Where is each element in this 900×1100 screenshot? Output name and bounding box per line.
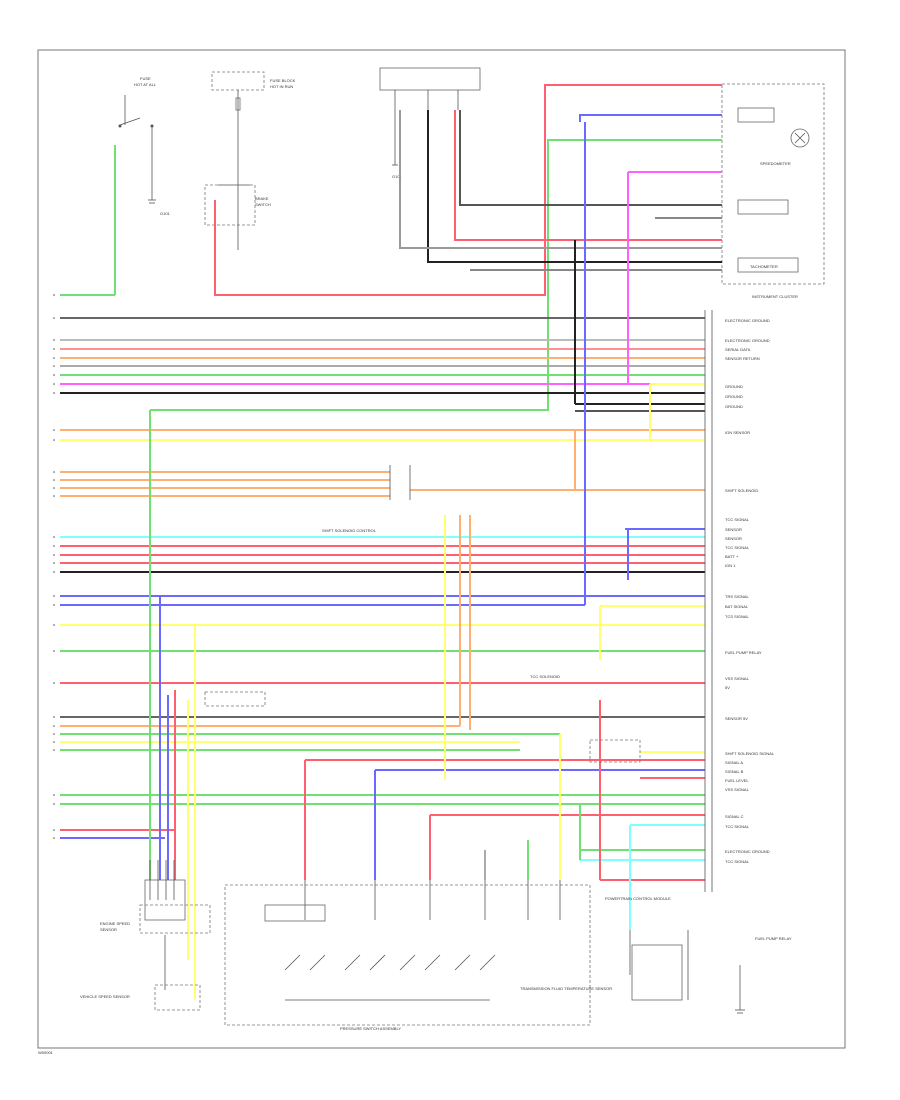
tachometer-label: TACHOMETER bbox=[750, 264, 778, 269]
fuse-block-top: FUSE BLOCK HOT IN RUN BRAKE SWITCH bbox=[204, 71, 296, 250]
pin-label-2: ELECTRONIC GROUND bbox=[725, 338, 770, 343]
pcm-bus-wires bbox=[60, 145, 705, 881]
svg-text:SHIFT SOLENOID CONTROL: SHIFT SOLENOID CONTROL bbox=[322, 528, 377, 533]
pin-label-15: IGN 1 bbox=[725, 563, 736, 568]
pressure-switch-label: PRESSURE SWITCH ASSEMBLY bbox=[340, 1026, 401, 1031]
vehicle-speed-sensor: ENGINE SPEED SENSOR VEHICLE SPEED SENSOR bbox=[80, 860, 211, 1011]
pin-label-8: IGN SENSOR bbox=[725, 430, 750, 435]
pcm-label: POWERTRAIN CONTROL MODULE bbox=[605, 896, 671, 901]
pin-label-13: TCC SIGNAL bbox=[725, 545, 750, 550]
pin-label-11: SENSOR bbox=[725, 527, 742, 532]
pin-label-1: ELECTRONIC GROUND bbox=[725, 318, 770, 323]
fuel-pump-relay-label: FUEL PUMP RELAY bbox=[755, 936, 792, 941]
middle-components: SHIFT SOLENOID CONTROL TCC SOLENOID bbox=[204, 465, 641, 763]
pin-label-12: SENSOR bbox=[725, 536, 742, 541]
instrument-cluster: SPEEDOMETER TACHOMETER INSTRUMENT CLUSTE… bbox=[721, 83, 825, 299]
tft-sensor-label: TRANSMISSION FLUID TEMPERATURE SENSOR bbox=[520, 986, 612, 991]
pin-label-18: TCS SIGNAL bbox=[725, 614, 750, 619]
pin-label-10: TCC SIGNAL bbox=[725, 517, 750, 522]
instrument-cluster-label: INSTRUMENT CLUSTER bbox=[752, 294, 798, 299]
svg-text:ENGINE SPEED: ENGINE SPEED bbox=[100, 921, 130, 926]
diagram-frame bbox=[37, 49, 846, 1049]
svg-text:HOT AT ALL: HOT AT ALL bbox=[134, 82, 157, 87]
svg-text:G101: G101 bbox=[160, 211, 171, 216]
pin-label-21: 5V bbox=[725, 685, 730, 690]
pin-label-26: FUEL LEVEL bbox=[725, 778, 749, 783]
pin-label-5: GROUND bbox=[725, 384, 743, 389]
vss-label: VEHICLE SPEED SENSOR bbox=[80, 994, 130, 999]
pin-label-23: SHIFT SOLENOID SIGNAL bbox=[725, 751, 775, 756]
pressure-switch-assembly: PRESSURE SWITCH ASSEMBLY TRANSMISSION FL… bbox=[224, 880, 612, 1031]
svg-text:HOT IN RUN: HOT IN RUN bbox=[270, 84, 293, 89]
svg-text:G101: G101 bbox=[392, 174, 403, 179]
pin-label-17: BAT SIGNAL bbox=[725, 604, 749, 609]
pcm-connector: POWERTRAIN CONTROL MODULE bbox=[605, 310, 713, 901]
fuse-block-switch: FUSE HOT AT ALL G101 bbox=[118, 76, 171, 216]
pin-label-29: TCC SIGNAL bbox=[725, 824, 750, 829]
pin-label-24: SIGNAL A bbox=[725, 760, 743, 765]
left-pin-markers bbox=[53, 294, 55, 839]
top-middle-relay: G101 bbox=[379, 67, 481, 179]
svg-text:SWITCH: SWITCH bbox=[255, 202, 271, 207]
vertical-wires bbox=[149, 122, 651, 1000]
pin-label-30: ELECTRONIC GROUND bbox=[725, 849, 770, 854]
pin-label-4: SENSOR RETURN bbox=[725, 356, 760, 361]
pin-label-22: SENSOR 5V bbox=[725, 716, 748, 721]
pin-label-7: GROUND bbox=[725, 404, 743, 409]
pin-label-6: GROUND bbox=[725, 394, 743, 399]
pin-label-9: SHIFT SOLENOID bbox=[725, 488, 758, 493]
pin-label-20: VSS SIGNAL bbox=[725, 676, 750, 681]
tcc-solenoid-label: TCC SOLENOID bbox=[530, 674, 560, 679]
pin-label-14: BATT + bbox=[725, 554, 739, 559]
svg-text:BRAKE: BRAKE bbox=[255, 196, 269, 201]
svg-text:FUSE: FUSE bbox=[140, 76, 151, 81]
pin-label-27: VSS SIGNAL bbox=[725, 787, 750, 792]
svg-text:FUSE BLOCK: FUSE BLOCK bbox=[270, 78, 296, 83]
pin-label-19: FUEL PUMP RELAY bbox=[725, 650, 762, 655]
pin-label-16: TRS SIGNAL bbox=[725, 594, 750, 599]
pcm-pin-labels: ELECTRONIC GROUND ELECTRONIC GROUND SERI… bbox=[725, 318, 775, 864]
pin-label-25: SIGNAL B bbox=[725, 769, 744, 774]
bottom-right-relay: FUEL PUMP RELAY bbox=[629, 930, 792, 1014]
footer-code: W00001 bbox=[38, 1050, 54, 1055]
pin-label-28: SIGNAL C bbox=[725, 814, 744, 819]
pin-label-31: TCC SIGNAL bbox=[725, 859, 750, 864]
speedometer-label: SPEEDOMETER bbox=[760, 161, 791, 166]
svg-text:SENSOR: SENSOR bbox=[100, 927, 117, 932]
pin-label-3: SERIAL DATA bbox=[725, 347, 751, 352]
cluster-connector-wires bbox=[214, 84, 722, 395]
